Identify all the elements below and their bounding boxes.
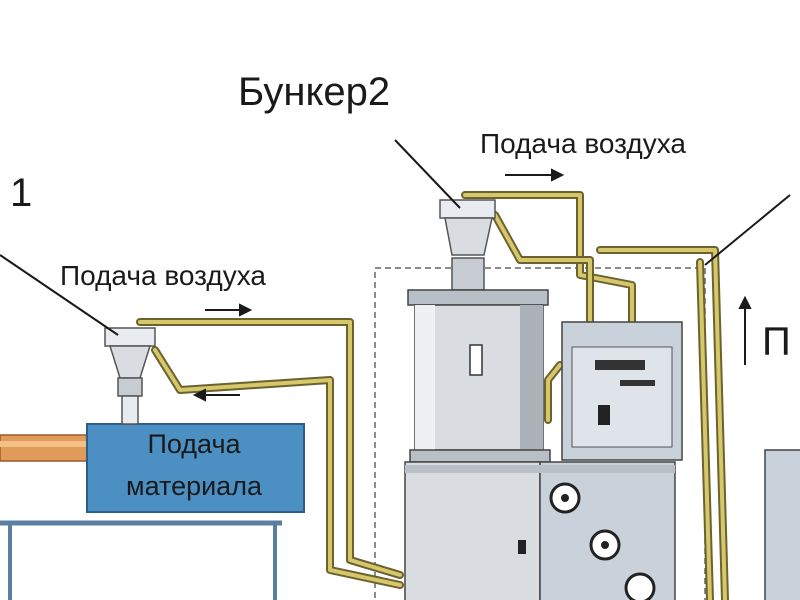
control-cabinet (561, 321, 683, 461)
material-supply-label-line2: материала (126, 471, 262, 501)
material-supply-label-line1: Подача (147, 429, 241, 459)
right-unit (764, 449, 800, 600)
hopper-1 (104, 327, 156, 425)
bunker1-label-fragment: 1 (10, 171, 33, 215)
bunker2-label: Бункер2 (238, 70, 391, 114)
hopper-2 (439, 199, 496, 291)
pointer-lines (0, 139, 791, 336)
air-supply-label-right: Подача воздуха (480, 128, 686, 159)
air-supply-label-left: Подача воздуха (60, 260, 266, 291)
air-pipes (136, 191, 729, 600)
flow-arrows (192, 168, 752, 402)
material-feed-box (86, 423, 305, 513)
dryer-drum (407, 289, 551, 463)
dryer-base (404, 461, 676, 600)
extruder-rod (0, 434, 96, 462)
dashed-enclosure (374, 267, 706, 600)
left-table (0, 520, 282, 600)
right-label-fragment: П (762, 320, 791, 364)
